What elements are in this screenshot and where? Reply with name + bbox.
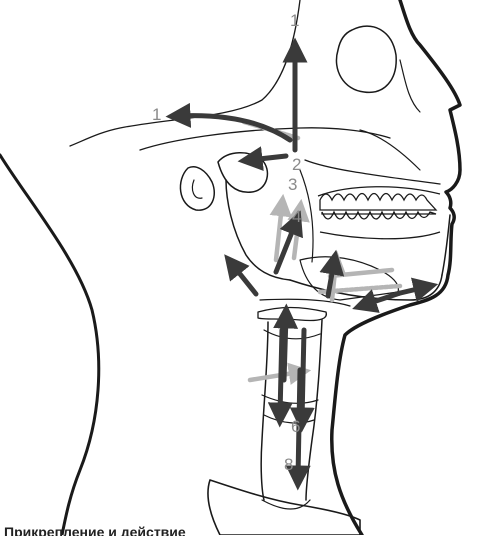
maxilla: [305, 160, 440, 184]
label-4: 4: [292, 207, 301, 226]
label-8: 8: [284, 455, 293, 474]
upper-teeth: [320, 194, 436, 211]
sternum-line: [262, 500, 310, 509]
label-1-left: 1: [152, 105, 161, 124]
arrow-light-2: [276, 205, 282, 260]
back-of-neck-outline: [0, 155, 99, 535]
teeth-group: [318, 187, 440, 239]
lower-teeth: [322, 212, 436, 219]
ear-inner: [192, 180, 202, 198]
dark-arrows-group: [178, 50, 426, 478]
figure-caption: Прикрепление и действие: [4, 522, 186, 536]
hyoid-shape: [300, 257, 398, 300]
submandibular-line: [260, 299, 350, 306]
ear-outline: [180, 167, 214, 210]
outline-group: [0, 0, 460, 535]
thyroid-cartilage: [264, 330, 320, 339]
arrow-light-5: [330, 270, 392, 276]
arrow-dark-back: [232, 264, 256, 294]
cheek-line: [360, 130, 420, 170]
lower-gum: [320, 232, 440, 239]
face-profile-outline: [332, 0, 460, 535]
larynx-left: [261, 322, 268, 500]
label-1-top: 1: [290, 11, 299, 30]
arrow-dark-larynx-down: [280, 330, 282, 415]
trachea-ring: [264, 415, 314, 423]
arrow-light-7: [250, 372, 300, 380]
eye-socket: [336, 26, 396, 92]
collarbone: [208, 480, 360, 535]
skull-outline: [70, 0, 300, 146]
cricoid-cartilage: [262, 395, 318, 403]
label-6: 6: [291, 417, 300, 436]
label-3: 3: [288, 175, 297, 194]
mandibular-notch: [300, 170, 313, 262]
zygomatic-arch: [140, 128, 390, 150]
arrow-dark-larynx-up: [284, 316, 286, 380]
hyoid-bar: [258, 308, 326, 321]
nasal-bone: [400, 60, 420, 112]
arrow-dark-left: [178, 116, 290, 140]
label-2: 2: [292, 155, 301, 174]
larynx-right: [306, 320, 322, 500]
